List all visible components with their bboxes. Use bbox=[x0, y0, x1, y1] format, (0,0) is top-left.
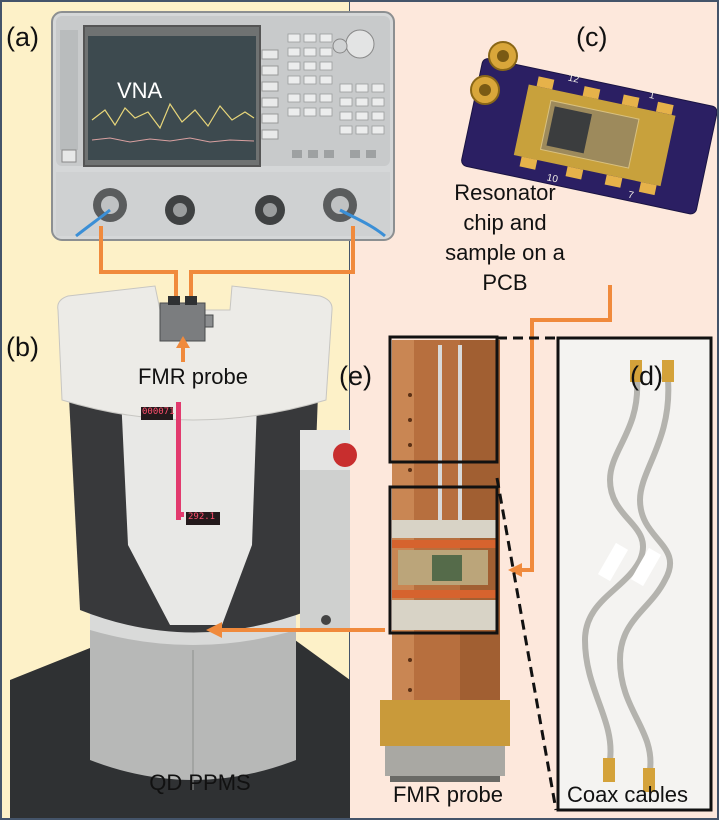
resonator-caption-line-4: PCB bbox=[482, 270, 528, 295]
fmr-probe-head bbox=[159, 296, 214, 342]
fmr-probe-caption: FMR probe bbox=[392, 782, 504, 807]
vna-label: VNA bbox=[117, 78, 163, 103]
pcb-label-12: 12 bbox=[567, 73, 581, 86]
fmr-probe-insert bbox=[380, 340, 510, 782]
coax-cables-photo bbox=[556, 336, 713, 812]
pcb-board: 12 1 10 7 bbox=[461, 58, 718, 215]
resonator-caption: Resonator chip and sample on a PCB bbox=[420, 178, 590, 298]
ppms-display-bottom: 292.1 bbox=[188, 512, 216, 522]
resonator-caption-line-3: sample on a bbox=[445, 240, 565, 265]
resonator-caption-line-2: chip and bbox=[463, 210, 547, 235]
probe-zoom-box-middle bbox=[388, 485, 499, 635]
panel-label-a: (a) bbox=[6, 22, 39, 52]
vna-port-1 bbox=[93, 188, 127, 222]
resonator-caption-line-1: Resonator bbox=[454, 180, 556, 205]
pcb-label-1: 1 bbox=[648, 90, 656, 102]
rf-cables bbox=[99, 226, 355, 300]
panel-label-b: (b) bbox=[6, 332, 39, 362]
vna-instrument bbox=[51, 11, 395, 241]
coax-cables-caption: Coax cables bbox=[566, 782, 689, 807]
zoom-dashed-lines bbox=[495, 336, 558, 811]
vna-port-3 bbox=[255, 195, 285, 225]
pcb-label-7: 7 bbox=[627, 190, 635, 202]
panel-label-d: (d) bbox=[630, 361, 663, 391]
fmr-probe-top-label: FMR probe bbox=[137, 364, 249, 389]
ppms-display-top: 000071 bbox=[142, 407, 175, 417]
arrow-probe-to-ppms bbox=[206, 622, 385, 638]
arrow-to-probe-head bbox=[176, 336, 190, 362]
probe-zoom-box-top bbox=[388, 335, 499, 464]
pcb-sma-connectors bbox=[470, 41, 518, 105]
ppms-cryostat bbox=[10, 285, 357, 820]
panel-label-c: (c) bbox=[576, 22, 608, 52]
pcb-label-10: 10 bbox=[546, 172, 560, 185]
arrow-pcb-to-probe bbox=[508, 285, 612, 577]
panel-label-e: (e) bbox=[339, 361, 372, 391]
vna-port-2 bbox=[165, 195, 195, 225]
ppms-caption: QD PPMS bbox=[149, 770, 251, 795]
